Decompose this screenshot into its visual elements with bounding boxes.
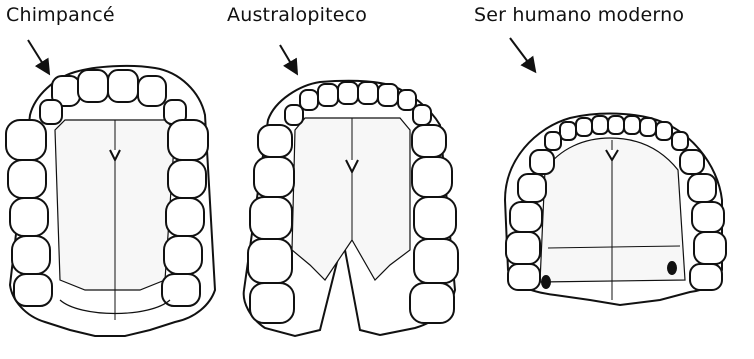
modern-human-palate [505,114,726,306]
arrow-modern-human [510,38,534,70]
chimpanzee-palate [6,66,215,336]
australopith-right-teeth [410,125,458,323]
arrow-australopithecus [280,45,296,72]
australopithecus-palate [244,81,458,336]
australopith-left-teeth [248,125,294,323]
arrow-chimpanzee [28,40,48,72]
